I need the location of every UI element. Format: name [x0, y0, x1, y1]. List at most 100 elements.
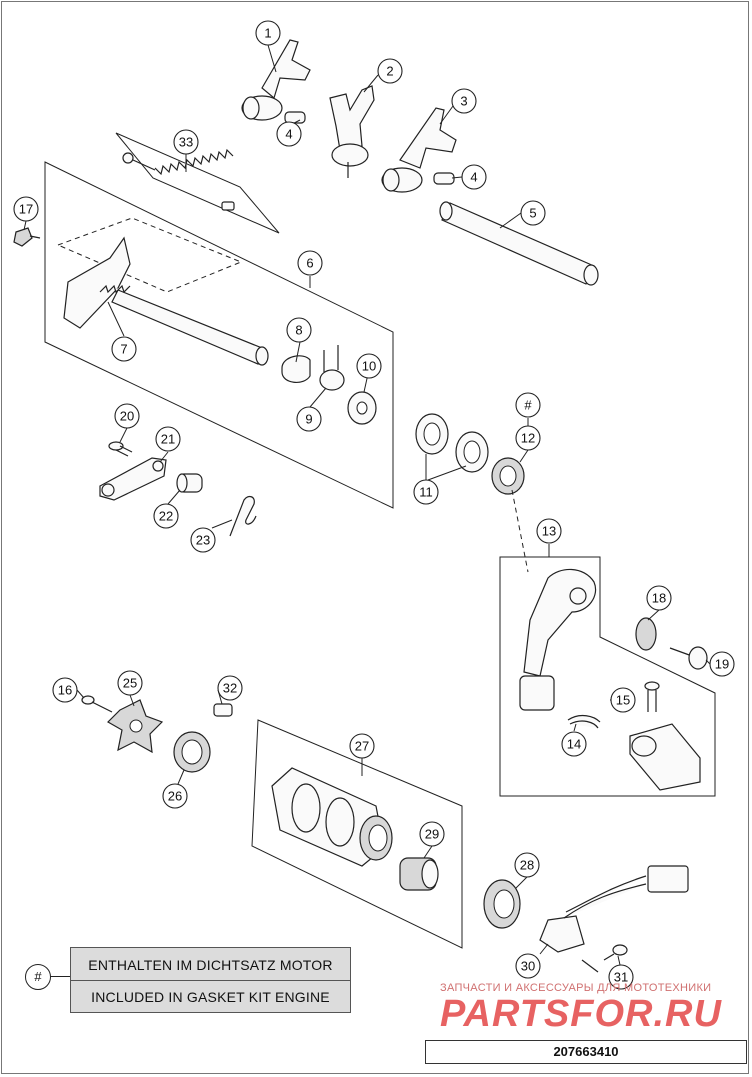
shaft-axis-dashline [511, 489, 529, 573]
svg-text:27: 27 [355, 739, 369, 754]
callout-17: 17 [13, 196, 39, 222]
callout-27: 27 [349, 733, 375, 759]
legend-divider [71, 980, 350, 981]
svg-text:12: 12 [521, 431, 535, 446]
gear-sensor-29 [399, 857, 439, 891]
svg-text:26: 26 [168, 789, 182, 804]
callout-12: 12 [515, 425, 541, 451]
legend-box: ENTHALTEN IM DICHTSATZ MOTOR INCLUDED IN… [70, 947, 351, 1013]
callout-5: 5 [520, 200, 546, 226]
callout-4a: 4 [276, 121, 302, 147]
bushing-22 [176, 473, 203, 493]
svg-text:11: 11 [419, 485, 433, 500]
shaft-seal-12 [491, 457, 525, 495]
detent-lever-21 [99, 457, 167, 501]
screw-31 [581, 944, 628, 973]
callout-26: 26 [162, 783, 188, 809]
svg-text:29: 29 [425, 827, 439, 842]
svg-text:31: 31 [614, 970, 628, 985]
screw-17 [13, 227, 41, 247]
shift-fork-2 [329, 85, 375, 178]
document-number: 207663410 [425, 1040, 747, 1064]
svg-text:13: 13 [542, 524, 556, 539]
svg-text:4: 4 [285, 127, 292, 142]
svg-text:16: 16 [58, 683, 72, 698]
group-outline-33 [115, 132, 280, 234]
shift-pedal-tip [629, 723, 701, 791]
svg-text:14: 14 [567, 737, 581, 752]
shift-drum-27 [271, 767, 393, 867]
legend-text-english: INCLUDED IN GASKET KIT ENGINE [91, 989, 330, 1005]
return-spring-9 [319, 345, 345, 391]
callout-29: 29 [419, 821, 445, 847]
callout-15: 15 [610, 687, 636, 713]
watermark-tagline: ЗАПЧАСТИ И АКСЕССУАРЫ ДЛЯ МОТОТЕХНИКИ [440, 982, 712, 994]
callout-10: 10 [356, 353, 382, 379]
fork-pin-4b [433, 172, 455, 185]
needle-bearing-11b [455, 431, 489, 473]
callout-14: 14 [561, 731, 587, 757]
gear-position-sensor-30 [539, 865, 689, 953]
shift-shaft-subgroup-outline [56, 217, 243, 293]
bolt-20 [108, 441, 133, 457]
shift-lever-13 [519, 568, 597, 711]
callout-12-hash: # [515, 392, 541, 418]
callout-32: 32 [217, 675, 243, 701]
svg-text:#: # [524, 398, 532, 413]
callout-25: 25 [117, 670, 143, 696]
svg-text:2: 2 [386, 64, 393, 79]
legend-leader [50, 976, 70, 977]
callout-33: 33 [173, 129, 199, 155]
callout-22: 22 [153, 503, 179, 529]
svg-text:8: 8 [295, 323, 302, 338]
shift-fork-1 [241, 39, 311, 121]
svg-text:32: 32 [223, 681, 237, 696]
spring-33 [122, 148, 235, 211]
callout-18: 18 [646, 585, 672, 611]
svg-text:25: 25 [123, 676, 137, 691]
clip-14 [567, 714, 601, 729]
legend-hash-marker: # [25, 964, 51, 990]
svg-text:15: 15 [616, 693, 630, 708]
group-outline-13 [499, 556, 716, 797]
bolt-16 [81, 695, 113, 713]
svg-text:3: 3 [460, 94, 467, 109]
washer-10 [347, 391, 377, 425]
svg-text:1: 1 [264, 26, 271, 41]
callout-19: 19 [709, 651, 735, 677]
svg-text:30: 30 [521, 959, 535, 974]
callout-16: 16 [52, 677, 78, 703]
spring-23 [229, 495, 257, 537]
callout-2: 2 [377, 58, 403, 84]
pin-15 [644, 681, 660, 712]
fork-rod-5 [439, 201, 599, 286]
callout-21: 21 [155, 426, 181, 452]
group-outline-6 [44, 161, 394, 509]
serrated-washer-18 [635, 617, 657, 651]
svg-text:5: 5 [529, 206, 536, 221]
svg-text:21: 21 [161, 432, 175, 447]
shift-shaft-6 [63, 236, 269, 366]
callout-3: 3 [451, 88, 477, 114]
callout-23: 23 [190, 527, 216, 553]
svg-text:22: 22 [159, 509, 173, 524]
needle-bearing-11a [415, 413, 449, 455]
callout-4b: 4 [461, 164, 487, 190]
legend-text-german: ENTHALTEN IM DICHTSATZ MOTOR [88, 957, 333, 973]
watermark-logo: PARTSFOR.RU [440, 993, 722, 1035]
group-outline-27 [251, 719, 463, 949]
callout-6: 6 [297, 250, 323, 276]
svg-text:9: 9 [305, 412, 312, 427]
callout-7: 7 [111, 336, 137, 362]
svg-text:33: 33 [179, 135, 193, 150]
callout-13: 13 [536, 518, 562, 544]
svg-text:10: 10 [362, 359, 376, 374]
callout-20: 20 [114, 403, 140, 429]
svg-text:17: 17 [19, 202, 33, 217]
screw-32 [213, 703, 233, 717]
callout-8: 8 [286, 317, 312, 343]
shift-fork-3 [381, 107, 457, 193]
seal-28 [483, 879, 521, 929]
